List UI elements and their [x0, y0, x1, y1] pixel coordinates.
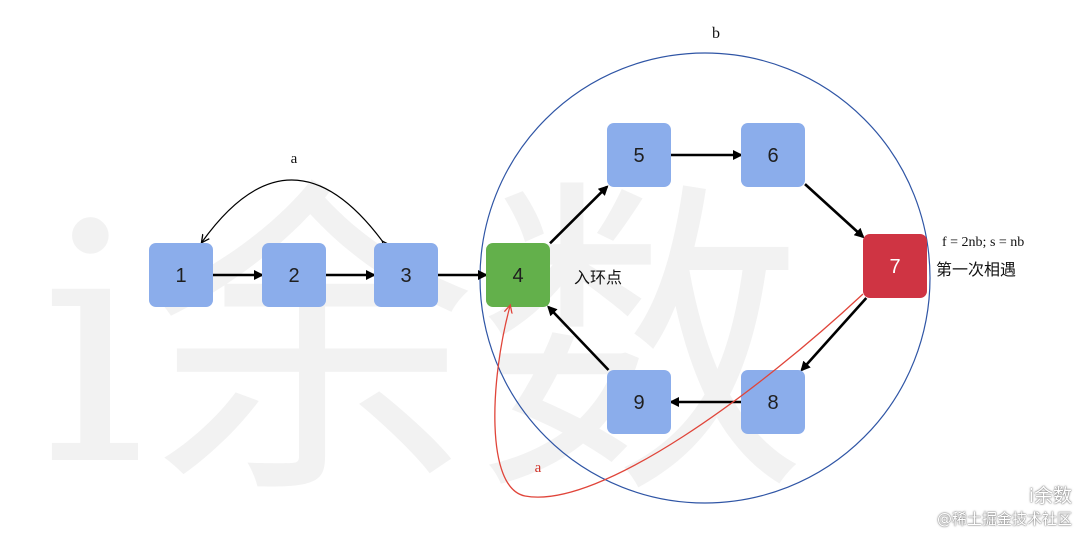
arc-a-top-label: a: [291, 151, 298, 167]
node-1-box: [149, 243, 213, 307]
node-5-label: 5: [633, 145, 644, 167]
first-meeting-label: 第一次相遇: [936, 260, 1016, 279]
edge-7-to-8: [800, 297, 868, 372]
edge-4-to-5: [549, 185, 609, 245]
node-9-box: [607, 370, 671, 434]
arc-a-top: [202, 179, 383, 242]
node-1-label: 1: [175, 265, 186, 287]
node-4-label: 4: [512, 265, 523, 287]
node-2-box: [262, 243, 326, 307]
node-5-box: [607, 123, 671, 187]
node-7-box: [863, 234, 927, 298]
node-2-label: 2: [288, 265, 299, 287]
edges-group: [213, 150, 868, 407]
meeting-formula-label: f = 2nb; s = nb: [942, 235, 1024, 250]
node-7-label: 7: [889, 256, 900, 278]
entry-point-label: 入环点: [574, 268, 622, 287]
edge-9-to-4: [547, 305, 610, 371]
watermark-brand: i余数: [1028, 485, 1072, 507]
node-8-box: [741, 370, 805, 434]
node-6-box: [741, 123, 805, 187]
edge-6-to-7: [804, 183, 865, 239]
cycle-label-b: b: [712, 25, 720, 42]
arc-a-red-label: a: [535, 460, 542, 476]
node-8-label: 8: [767, 392, 778, 414]
node-4-box: [486, 243, 550, 307]
nodes-group: 1 2 3 4 5 6 7 8 9: [149, 123, 927, 434]
node-6-label: 6: [767, 145, 778, 167]
node-9-label: 9: [633, 392, 644, 414]
node-3-box: [374, 243, 438, 307]
watermark-credit: i余数 @稀土掘金技术社区: [937, 481, 1072, 529]
arc-a-red: [494, 293, 864, 498]
node-3-label: 3: [400, 265, 411, 287]
watermark-text: i余数: [40, 154, 806, 535]
watermark-site: @稀土掘金技术社区: [936, 510, 1072, 528]
